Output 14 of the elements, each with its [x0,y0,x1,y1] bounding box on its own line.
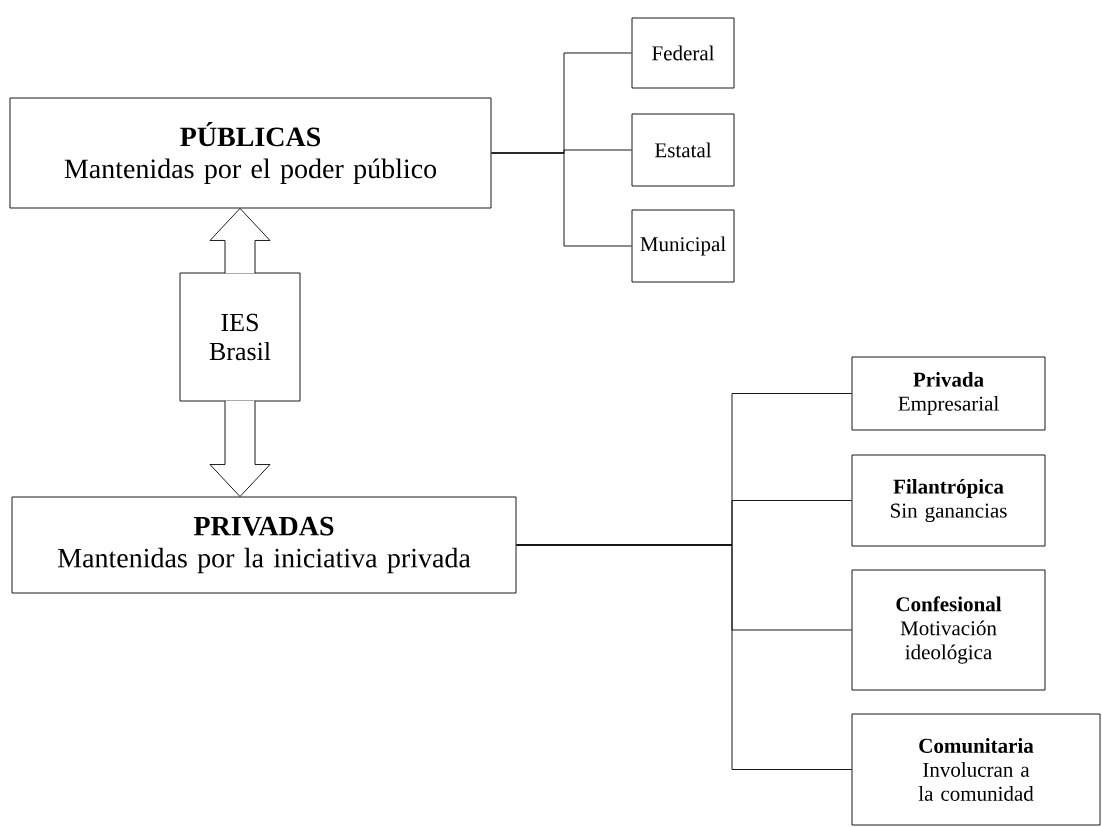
block-arrow [209,400,271,497]
subcategory-box: Municipal [631,209,735,283]
connector-line [491,152,632,247]
double-arrow-body: IES Brasil [179,272,301,402]
subcategory-box: Confesional Motivación ideológica [851,569,1046,691]
subcategory-box: Filantrópica Sin ganancias [851,454,1046,547]
subcategory-box: Comunitaria Involucran a la comunidad [851,713,1101,826]
block-arrow [209,208,271,274]
subcategory-box: Privada Empresarial [851,356,1046,431]
category-box: PÚBLICAS Mantenidas por el poder público [9,97,492,209]
connector-line [516,544,852,770]
subcategory-box: Federal [631,17,735,89]
category-box: PRIVADAS Mantenidas por la iniciativa privada [11,496,517,594]
subcategory-box: Estatal [631,113,735,187]
